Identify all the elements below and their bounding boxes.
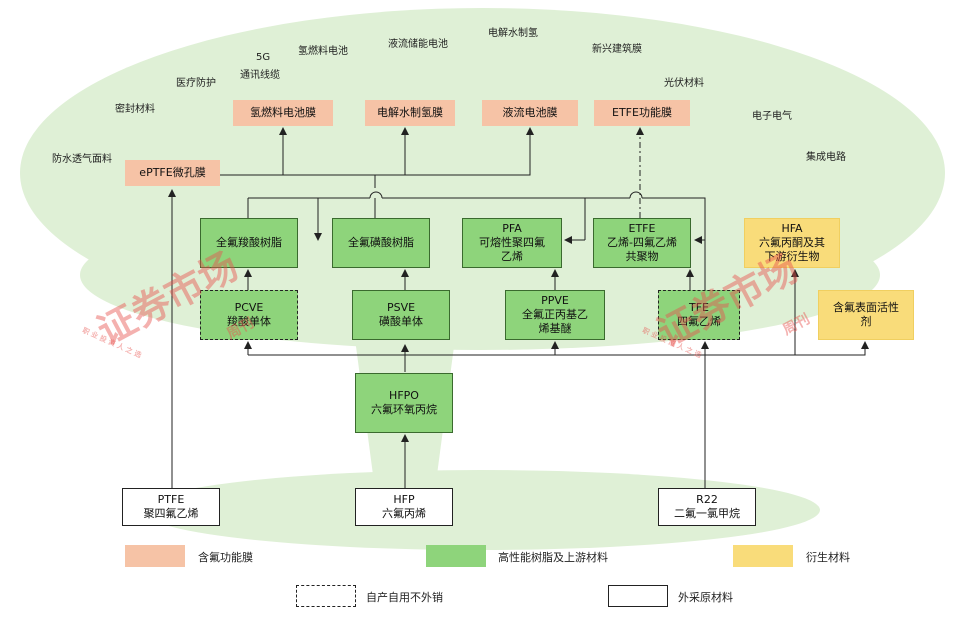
app-waterproof: 防水透气面料 [52, 154, 112, 165]
legend-label-derivative: 衍生材料 [806, 551, 850, 564]
legend-label-dashed: 自产自用不外销 [366, 591, 443, 604]
node-psve: PSVE 磺酸单体 [352, 290, 450, 340]
node-fuel-cell-membrane: 氢燃料电池膜 [233, 100, 333, 126]
app-new-building: 新兴建筑膜 [592, 44, 642, 55]
app-electronics: 电子电气 [752, 111, 792, 122]
app-fuel-cell: 氢燃料电池 [298, 46, 348, 57]
node-hfpo: HFPO 六氟环氧丙烷 [355, 373, 453, 433]
app-flow-storage: 液流储能电池 [388, 39, 448, 50]
legend-swatch-derivative [733, 545, 793, 567]
node-etfe-membrane: ETFE功能膜 [594, 100, 690, 126]
node-hfa: HFA 六氟丙酮及其 下游衍生物 [744, 218, 840, 268]
app-photovoltaic: 光伏材料 [664, 78, 704, 89]
legend-swatch-dashed [296, 585, 356, 607]
legend-label-membrane: 含氟功能膜 [198, 551, 253, 564]
node-eptfe: ePTFE微孔膜 [125, 160, 220, 186]
node-ptfe: PTFE 聚四氟乙烯 [122, 488, 220, 526]
legend-swatch-outsourced [608, 585, 668, 607]
node-r22: R22 二氟一氯甲烷 [658, 488, 756, 526]
app-ic: 集成电路 [806, 152, 846, 163]
node-tfe: TFE 四氟乙烯 [658, 290, 740, 340]
node-pcve: PCVE 羧酸单体 [200, 290, 298, 340]
app-medical: 医疗防护 [176, 78, 216, 89]
node-hfp: HFP 六氟丙烯 [355, 488, 453, 526]
app-electrolysis: 电解水制氢 [488, 28, 538, 39]
app-5g-line2: 通讯线缆 [240, 70, 280, 81]
node-surfactant: 含氟表面活性 剂 [818, 290, 914, 340]
node-carboxylic-resin: 全氟羧酸树脂 [200, 218, 298, 268]
app-sealing: 密封材料 [115, 104, 155, 115]
node-electrolysis-membrane: 电解水制氢膜 [365, 100, 455, 126]
legend-label-resin: 高性能树脂及上游材料 [498, 551, 608, 564]
node-ppve: PPVE 全氟正丙基乙 烯基醚 [505, 290, 605, 340]
legend-label-outsourced: 外采原材料 [678, 591, 733, 604]
node-pfa: PFA 可熔性聚四氟 乙烯 [462, 218, 562, 268]
legend-swatch-membrane [125, 545, 185, 567]
node-sulfonic-resin: 全氟磺酸树脂 [332, 218, 430, 268]
node-etfe: ETFE 乙烯-四氟乙烯 共聚物 [593, 218, 691, 268]
node-flow-battery-membrane: 液流电池膜 [482, 100, 578, 126]
legend-swatch-resin [426, 545, 486, 567]
app-5g-line1: 5G [256, 52, 271, 63]
